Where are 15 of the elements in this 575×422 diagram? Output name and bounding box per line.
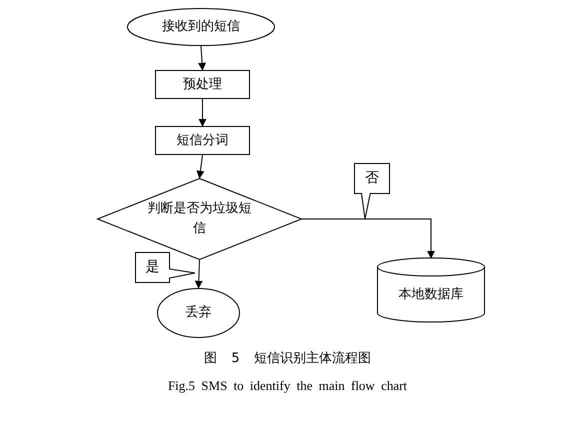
end-ellipse: 丢弃: [157, 288, 240, 338]
database-cylinder: 本地数据库: [377, 258, 485, 322]
arrow: [194, 260, 203, 289]
decision-diamond: 判断是否为垃圾短信: [97, 178, 302, 260]
arrow: [198, 98, 206, 127]
arrow: [198, 46, 206, 71]
figure-caption: 图 5 短信识别主体流程图: [203, 350, 372, 367]
arrow: [302, 218, 435, 259]
arrow: [196, 154, 204, 179]
process-box: 预处理: [155, 70, 250, 99]
start-ellipse: 接收到的短信: [127, 8, 275, 46]
callout-label: 否: [354, 163, 390, 219]
english-caption: Fig.5 SMS to identify the main flow chart: [166, 378, 408, 394]
process-box: 短信分词: [155, 126, 250, 155]
callout-label: 是: [135, 252, 195, 283]
